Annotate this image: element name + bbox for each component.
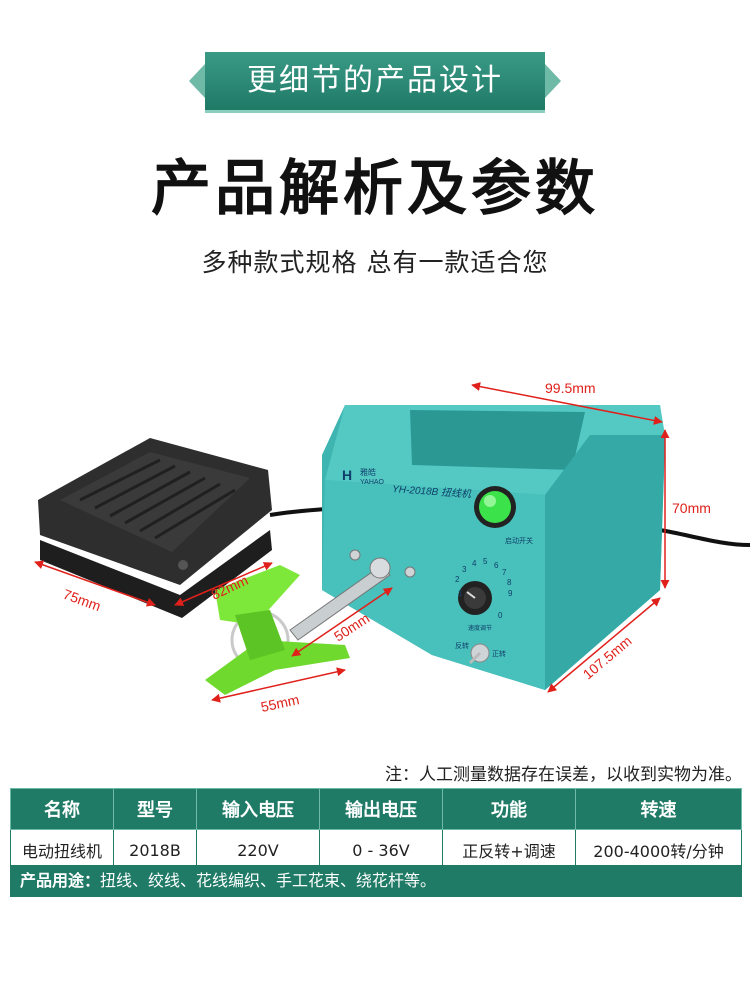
cell-speed: 200-4000转/分钟	[575, 829, 742, 871]
direction-toggle: 反转 正转	[455, 641, 506, 665]
dim-clip: 55mm	[211, 667, 346, 715]
svg-text:9: 9	[508, 589, 513, 598]
cell-input-voltage: 220V	[196, 829, 320, 871]
brand-logo: H 雅皓 YAHAO	[342, 467, 385, 486]
header-name: 名称	[10, 788, 114, 830]
foot-pedal	[38, 438, 272, 618]
svg-text:99.5mm: 99.5mm	[545, 380, 596, 396]
page-title: 产品解析及参数	[151, 154, 599, 224]
svg-text:H: H	[342, 467, 352, 483]
page-subtitle: 多种款式规格 总有一款适合您	[201, 248, 549, 277]
svg-text:70mm: 70mm	[672, 500, 711, 516]
svg-text:速度调节: 速度调节	[468, 624, 492, 632]
svg-text:YAHAO: YAHAO	[360, 479, 385, 486]
svg-text:7: 7	[502, 568, 507, 577]
usage-text: 扭线、绞线、花线编织、手工花束、绕花杆等。	[100, 871, 437, 890]
svg-text:0: 0	[498, 611, 503, 620]
usage-label: 产品用途：	[20, 871, 101, 890]
svg-text:正转: 正转	[492, 649, 506, 658]
dim-width: 99.5mm	[471, 380, 663, 425]
banner-text: 更细节的产品设计	[247, 63, 503, 98]
power-cable	[659, 528, 750, 547]
svg-text:1: 1	[458, 589, 463, 598]
svg-text:反转: 反转	[455, 641, 469, 650]
header-function: 功能	[442, 788, 576, 830]
section-banner: 更细节的产品设计	[189, 52, 561, 110]
header-input-voltage: 输入电压	[196, 788, 320, 830]
svg-text:75mm: 75mm	[61, 586, 103, 614]
svg-text:启动开关: 启动开关	[505, 536, 533, 545]
svg-text:2: 2	[455, 575, 460, 584]
svg-text:3: 3	[462, 565, 467, 574]
usage-bar: 产品用途：扭线、绞线、花线编织、手工花束、绕花杆等。	[10, 865, 742, 897]
svg-text:6: 6	[494, 561, 499, 570]
dim-height: 70mm	[660, 429, 711, 589]
svg-text:4: 4	[472, 559, 477, 568]
header-output-voltage: 输出电压	[319, 788, 443, 830]
header-speed: 转速	[575, 788, 742, 830]
svg-text:5: 5	[483, 557, 488, 566]
measurement-note: 注：人工测量数据存在误差，以收到实物为准。	[385, 765, 742, 785]
cell-name: 电动扭线机	[10, 829, 114, 871]
svg-text:8: 8	[507, 578, 512, 587]
spec-table: 名称 型号 输入电压 输出电压 功能 转速 电动扭线机 2018B 220V 0…	[10, 788, 742, 871]
model-text: YH-2018B 扭线机	[392, 483, 473, 501]
cell-model: 2018B	[113, 829, 197, 871]
svg-text:55mm: 55mm	[259, 691, 300, 715]
svg-text:雅皓: 雅皓	[360, 467, 376, 477]
header-model: 型号	[113, 788, 197, 830]
spec-header-row: 名称 型号 输入电压 输出电压 功能 转速	[10, 788, 742, 830]
start-switch-lamp: 启动开关	[474, 486, 533, 545]
cell-function: 正反转+调速	[442, 829, 576, 871]
spec-row: 电动扭线机 2018B 220V 0 - 36V 正反转+调速 200-4000…	[10, 829, 742, 871]
